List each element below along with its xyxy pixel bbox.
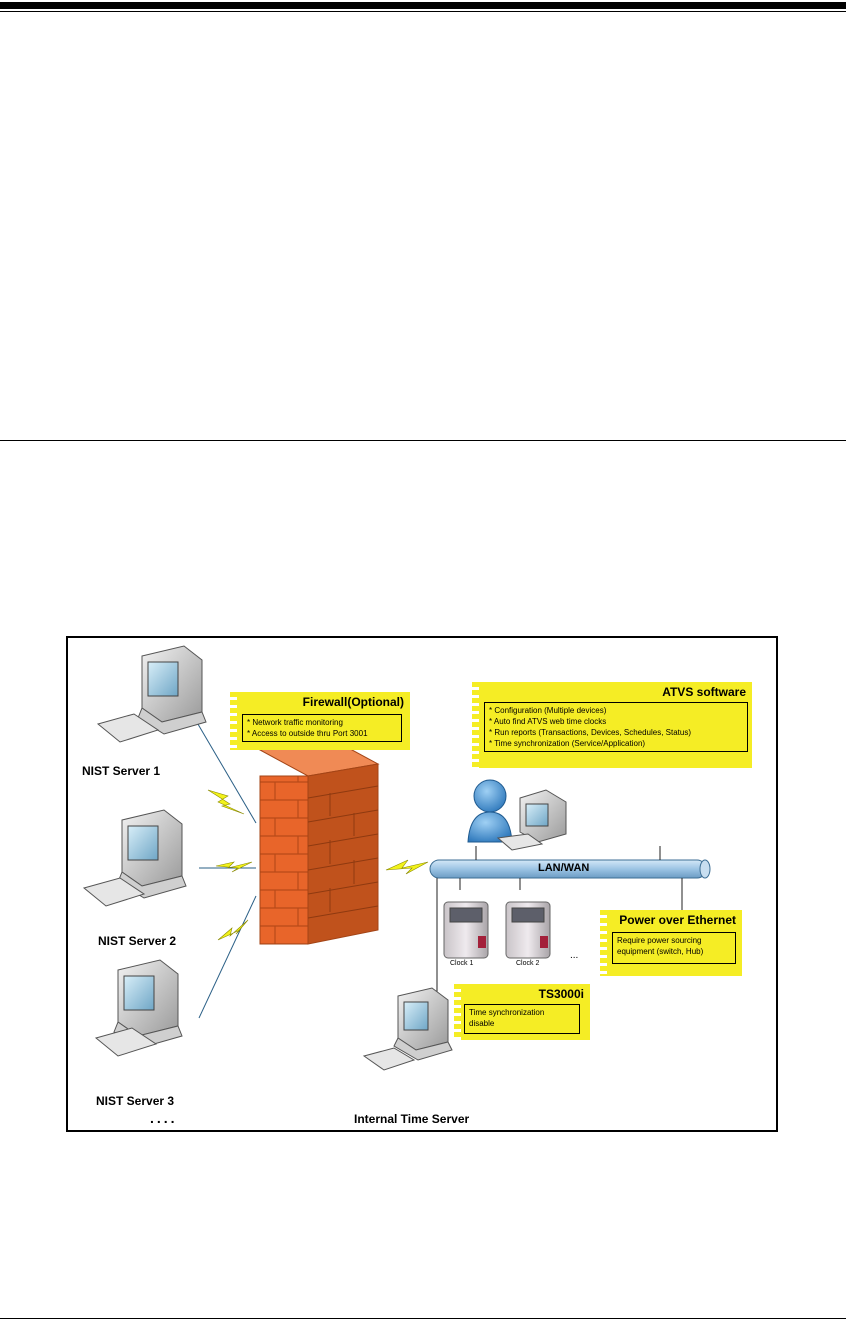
ts3000i-note-line: Time synchronization	[469, 1008, 545, 1017]
poe-note: Power over Ethernet Require power sourci…	[600, 910, 742, 976]
nist-server-2-label: NIST Server 2	[98, 934, 177, 948]
user-workstation	[467, 779, 567, 851]
clock-2-label: Clock 2	[516, 960, 540, 967]
lightning-bolts	[207, 789, 429, 941]
bottom-rule	[0, 1318, 846, 1319]
firewall-note-line: * Network traffic monitoring	[247, 718, 343, 727]
more-clocks-ellipsis: ...	[570, 950, 579, 961]
nist-server-3-computer	[94, 959, 183, 1057]
lan-pipe	[429, 859, 711, 879]
ts3000i-note-title: TS3000i	[538, 987, 584, 1001]
firewall-wall	[258, 737, 380, 945]
internal-time-server-computer	[362, 987, 453, 1071]
nist-server-1-label: NIST Server 1	[82, 764, 161, 778]
nist-server-1-computer	[96, 645, 207, 743]
poe-note-line: Require power sourcing	[617, 936, 702, 945]
top-rule-thin	[0, 11, 846, 12]
lan-wan-label: LAN/WAN	[538, 862, 590, 874]
clock-1-label: Clock 1	[450, 960, 474, 967]
atvs-note-line: * Time synchronization (Service/Applicat…	[489, 739, 646, 748]
more-servers-ellipsis: ....	[150, 1110, 178, 1126]
poe-note-title: Power over Ethernet	[619, 913, 736, 927]
atvs-note: ATVS software * Configuration (Multiple …	[472, 682, 752, 768]
network-diagram: Firewall(Optional) * Network traffic mon…	[66, 636, 778, 1132]
clock-2-device	[505, 901, 551, 959]
nist-server-2-computer	[82, 809, 187, 907]
atvs-note-title: ATVS software	[662, 685, 746, 699]
clock-1-device	[443, 901, 489, 959]
section-divider	[0, 440, 846, 441]
internal-time-server-label: Internal Time Server	[354, 1112, 470, 1126]
poe-note-line: equipment (switch, Hub)	[617, 947, 704, 956]
firewall-note-title: Firewall(Optional)	[302, 695, 404, 709]
atvs-note-line: * Run reports (Transactions, Devices, Sc…	[489, 728, 692, 737]
atvs-note-line: * Auto find ATVS web time clocks	[489, 717, 607, 726]
diagram-graphics	[82, 645, 711, 1071]
top-rule	[0, 2, 846, 9]
nist-server-3-label: NIST Server 3	[96, 1094, 175, 1108]
ts3000i-note: TS3000i Time synchronization disable	[454, 984, 590, 1040]
firewall-note-line: * Access to outside thru Port 3001	[247, 729, 368, 738]
atvs-note-line: * Configuration (Multiple devices)	[489, 706, 607, 715]
ts3000i-note-line: disable	[469, 1019, 495, 1028]
firewall-note: Firewall(Optional) * Network traffic mon…	[230, 692, 410, 750]
